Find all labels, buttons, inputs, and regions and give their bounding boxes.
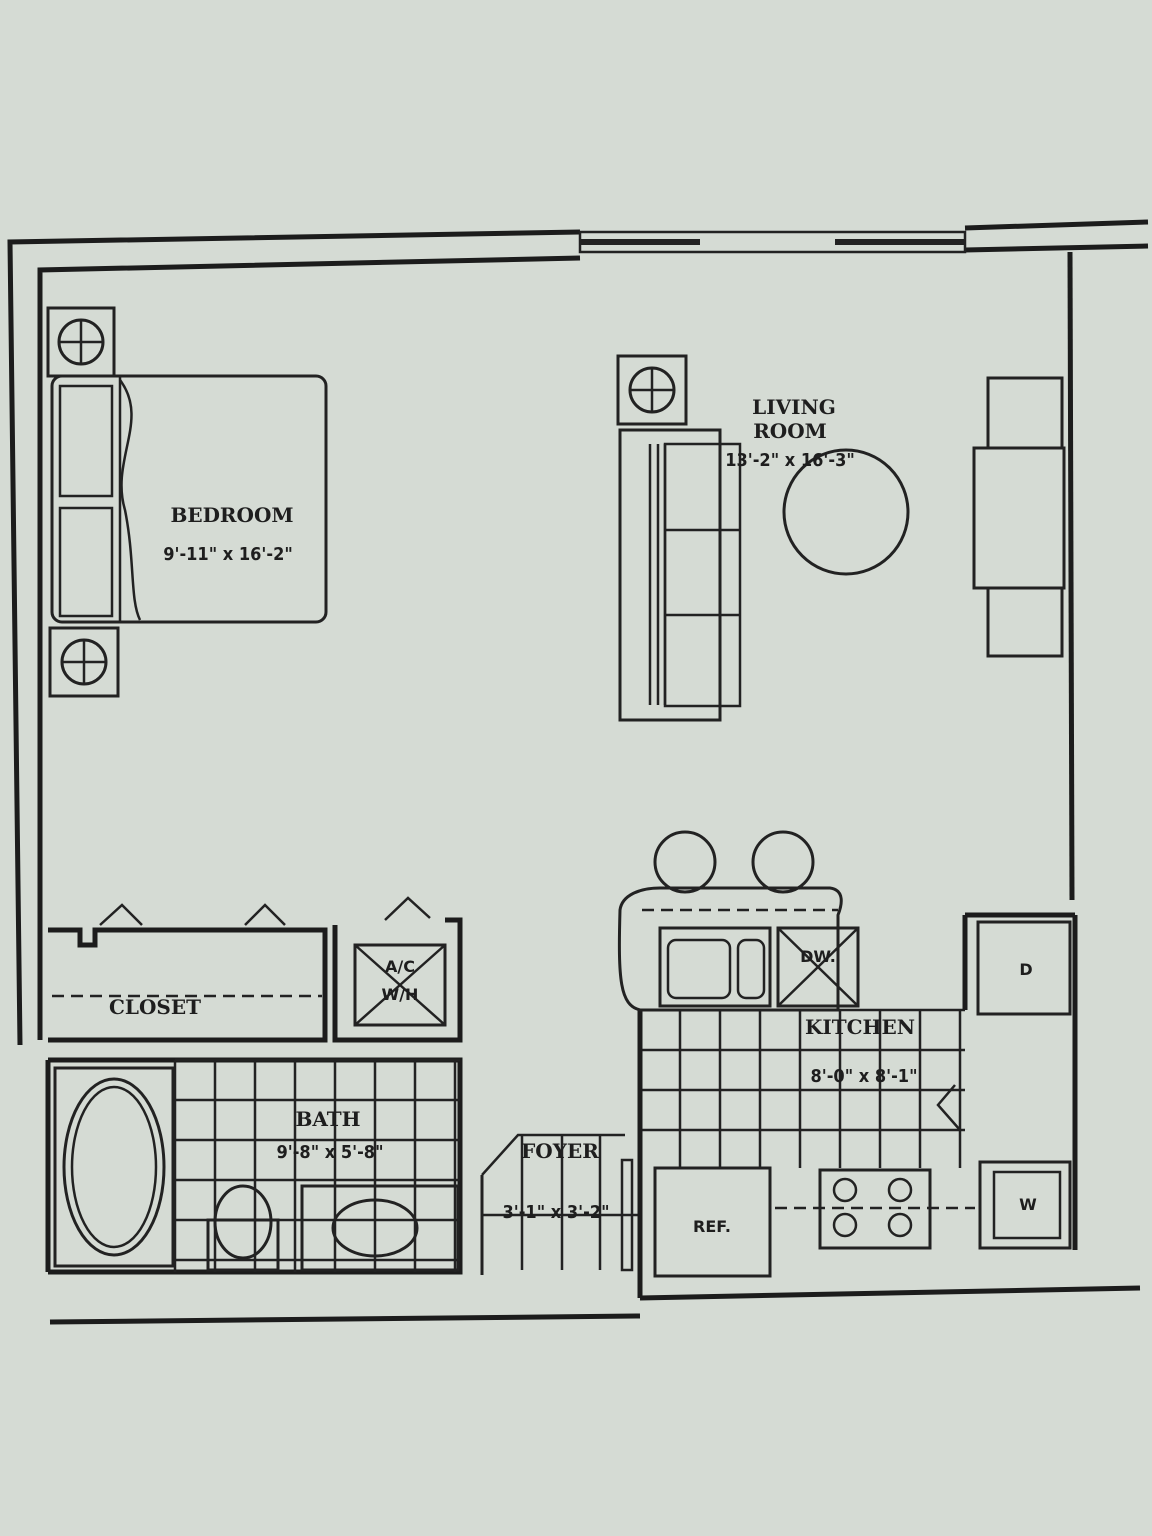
foyer-label: FOYER — [521, 1139, 599, 1163]
living-room-size: 13'-2" x 16'-3" — [725, 450, 855, 471]
closet-label: CLOSET — [109, 995, 201, 1019]
kitchen-size: 8'-0" x 8'-1" — [810, 1066, 917, 1087]
dryer — [976, 920, 1072, 1016]
sliding-door — [578, 230, 967, 254]
refrigerator-label: REF. — [693, 1217, 731, 1236]
living-room-label-1: LIVING — [752, 395, 836, 419]
exterior-walls — [7, 219, 1149, 1325]
bath-size: 9'-8" x 5'-8" — [276, 1142, 383, 1163]
nightstand-lamp-bottom — [48, 626, 120, 698]
washer-label: W — [1019, 1195, 1037, 1214]
wh-label: W/H — [382, 985, 419, 1004]
stove — [775, 1168, 975, 1250]
ac-label: A/C — [385, 957, 415, 976]
washer — [978, 1160, 1072, 1250]
kitchen-walls — [637, 912, 1078, 1298]
living-lamp — [616, 354, 688, 426]
foyer — [480, 1133, 640, 1275]
sofa — [618, 428, 742, 722]
dryer-label: D — [1019, 960, 1032, 979]
bedroom-size: 9'-11" x 16'-2" — [163, 544, 293, 565]
nightstand-lamp-top — [46, 306, 116, 378]
kitchen-tile-grid — [638, 1008, 965, 1168]
kitchen-island — [617, 830, 860, 1012]
round-table — [782, 448, 910, 576]
closet-walls — [48, 896, 463, 1043]
kitchen-label: KITCHEN — [805, 1015, 915, 1039]
bed — [50, 374, 328, 624]
foyer-size: 3'-1" x 3'-2" — [502, 1202, 609, 1223]
bath-label: BATH — [295, 1107, 360, 1131]
bathtub — [53, 1066, 175, 1268]
dishwasher-label: DW. — [800, 947, 836, 966]
toilet — [206, 1184, 280, 1272]
refrigerator — [653, 1166, 772, 1278]
bedroom-label: BEDROOM — [170, 503, 293, 527]
armchairs — [972, 376, 1066, 658]
sink-vanity — [300, 1184, 460, 1272]
living-room-label-2: ROOM — [753, 419, 827, 443]
